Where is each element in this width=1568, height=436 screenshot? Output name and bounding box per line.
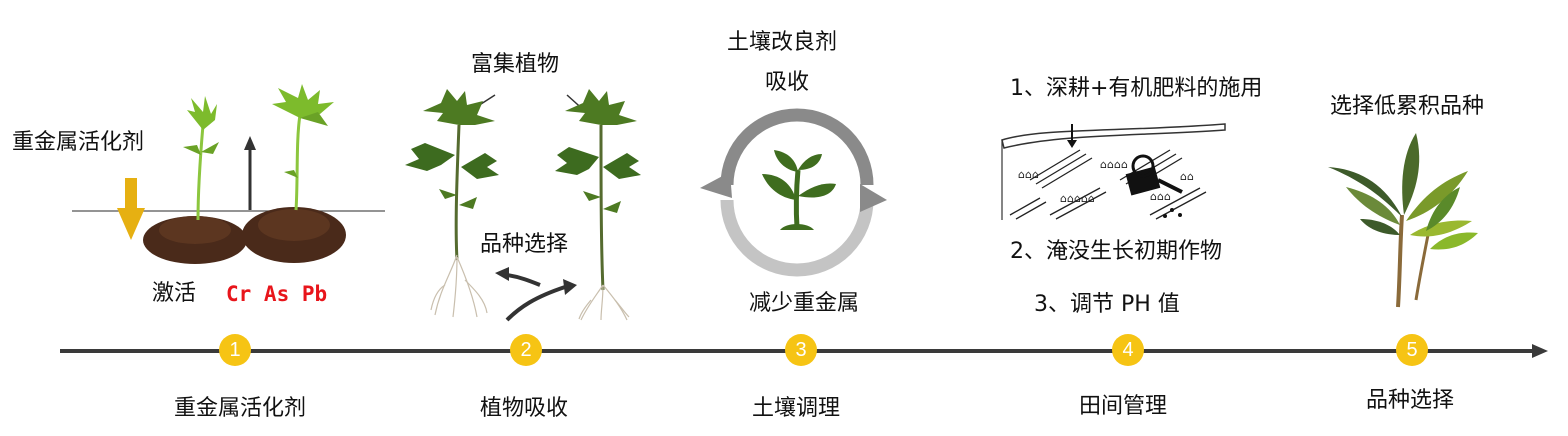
reduce-metals-label: 减少重金属 bbox=[749, 291, 860, 316]
timeline-arrowhead-icon bbox=[1532, 344, 1548, 358]
seedling-small-icon bbox=[183, 96, 219, 221]
low-accumulation-label: 选择低累积品种 bbox=[1330, 94, 1485, 119]
plough-arrow-icon bbox=[1067, 124, 1077, 148]
watering-can-icon bbox=[1125, 154, 1183, 218]
ph-step: 3、调节 PH 值 bbox=[1034, 292, 1180, 317]
activate-label: 激活 bbox=[152, 281, 197, 306]
seedling-large-icon bbox=[272, 84, 334, 211]
deep-plough-step: 1、深耕+有机肥料的施用 bbox=[1010, 76, 1263, 101]
step-marker-3: 3 bbox=[785, 334, 817, 366]
svg-text:⌂⌂⌂: ⌂⌂⌂ bbox=[1150, 190, 1171, 203]
cycle-arrow-left-icon bbox=[700, 172, 732, 198]
variety-select-label: 品种选择 bbox=[480, 232, 569, 257]
step-label-1: 重金属活化剂 bbox=[174, 396, 307, 421]
plant-right-icon bbox=[555, 89, 641, 291]
sprout-icon bbox=[762, 150, 836, 230]
step-marker-5: 5 bbox=[1396, 334, 1428, 366]
flood-step: 2、淹没生长初期作物 bbox=[1010, 239, 1222, 264]
step-marker-2: 2 bbox=[510, 334, 542, 366]
step-label-5: 品种选择 bbox=[1366, 388, 1455, 413]
step-label-3: 土壤调理 bbox=[752, 396, 841, 421]
soil-amendment-label: 土壤改良剂 bbox=[727, 30, 838, 55]
variety-select-bg bbox=[462, 227, 580, 263]
accumulator-plant-label: 富集植物 bbox=[471, 52, 560, 77]
stage3-cycle-illustration bbox=[700, 108, 887, 277]
exchange-arrows-icon bbox=[495, 267, 577, 322]
svg-text:⌂⌂⌂⌂⌂: ⌂⌂⌂⌂⌂ bbox=[1060, 192, 1095, 205]
tree-illustration bbox=[1328, 133, 1478, 308]
step-marker-4: 4 bbox=[1112, 334, 1144, 366]
step-marker-1: 1 bbox=[219, 334, 251, 366]
stage2-illustration bbox=[405, 89, 641, 322]
roots-right-icon bbox=[578, 284, 630, 321]
cycle-arrow-right-icon bbox=[860, 184, 887, 212]
absorb-label: 吸收 bbox=[765, 70, 810, 95]
up-arrow-icon bbox=[244, 136, 256, 210]
down-arrow-icon bbox=[117, 178, 145, 240]
svg-text:⌂⌂: ⌂⌂ bbox=[1180, 170, 1194, 183]
roots-left-icon bbox=[430, 254, 488, 318]
stage1-illustration bbox=[72, 84, 385, 264]
svg-text:⌂⌂⌂⌂: ⌂⌂⌂⌂ bbox=[1100, 158, 1128, 171]
metals-label: Cr As Pb bbox=[226, 282, 328, 306]
activator-side-label: 重金属活化剂 bbox=[12, 130, 145, 155]
step-label-2: 植物吸收 bbox=[480, 396, 569, 421]
field-illustration: ⌂⌂⌂ ⌂⌂⌂⌂ ⌂⌂⌂⌂⌂ ⌂⌂⌂ ⌂⌂ bbox=[1001, 123, 1226, 220]
plant-left-icon bbox=[405, 89, 499, 261]
svg-text:⌂⌂⌂: ⌂⌂⌂ bbox=[1018, 168, 1039, 181]
step-label-4: 田间管理 bbox=[1079, 394, 1168, 419]
